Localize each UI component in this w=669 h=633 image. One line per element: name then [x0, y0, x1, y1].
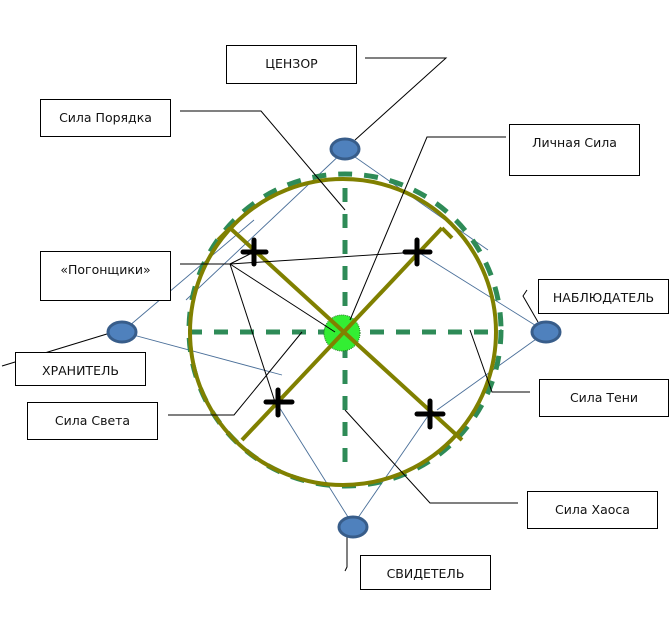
keeper-node — [106, 320, 138, 344]
rhombus-line — [121, 331, 283, 376]
diagonal-2 — [240, 226, 444, 442]
label-personal-force: Личная Сила — [509, 124, 640, 176]
leader-chaos-force — [344, 409, 518, 504]
rhombus-line — [185, 149, 346, 301]
leader-drivers-4 — [229, 263, 276, 403]
censor-node — [329, 137, 361, 161]
leader-lines — [1, 57, 539, 572]
rhombus-line — [121, 219, 255, 333]
label-personal-force-text: Личная Сила — [532, 135, 617, 150]
diagonal-1 — [228, 226, 464, 442]
leader-witness — [344, 535, 348, 572]
diagonal-2-cap-top — [440, 226, 454, 240]
label-order-force-text: Сила Порядка — [59, 110, 152, 125]
label-keeper: ХРАНИТЕЛЬ — [15, 352, 146, 386]
cross-top-left — [240, 237, 269, 267]
label-light-force-text: Сила Света — [54, 413, 131, 428]
label-light-force: Сила Света — [27, 402, 158, 440]
label-drivers: «Погонщики» — [40, 251, 171, 301]
rhombus-line — [352, 412, 431, 526]
label-shadow-force: Сила Тени — [539, 379, 669, 417]
outer-circle — [188, 177, 498, 487]
nodes — [106, 137, 562, 539]
cross-markers — [240, 237, 446, 430]
label-observer: НАБЛЮДАТЕЛЬ — [538, 279, 669, 314]
rhombus-line — [417, 251, 547, 333]
label-observer-text: НАБЛЮДАТЕЛЬ — [552, 290, 655, 305]
cross-bottom-right — [414, 398, 446, 430]
witness-node — [337, 515, 369, 539]
cross-top-right — [402, 237, 433, 267]
diagonal-cross — [216, 226, 464, 442]
leader-order-force — [180, 110, 346, 211]
observer-node — [530, 320, 562, 344]
rhombus-line — [275, 401, 354, 526]
label-chaos-force: Сила Хаоса — [527, 491, 658, 529]
diagonal-1-cap-top — [216, 226, 232, 242]
leader-censor — [354, 57, 448, 141]
label-witness: СВИДЕТЕЛЬ — [360, 555, 491, 590]
leader-light-force — [168, 331, 303, 416]
label-chaos-force-text: Сила Хаоса — [555, 502, 630, 517]
label-drivers-text: «Погонщики» — [60, 262, 151, 277]
cross-bottom-left — [263, 387, 295, 418]
leader-drivers-3 — [229, 263, 336, 333]
label-keeper-text: ХРАНИТЕЛЬ — [42, 363, 119, 378]
leader-shadow-force — [469, 329, 530, 393]
leader-drivers-1 — [180, 251, 419, 265]
label-order-force: Сила Порядка — [40, 99, 171, 137]
label-censor-text: ЦЕНЗОР — [265, 56, 318, 71]
label-censor: ЦЕНЗОР — [226, 45, 357, 84]
leader-personal-force — [349, 136, 506, 321]
label-shadow-force-text: Сила Тени — [569, 390, 639, 405]
label-witness-text: СВИДЕТЕЛЬ — [386, 566, 465, 581]
leader-observer — [522, 289, 539, 323]
